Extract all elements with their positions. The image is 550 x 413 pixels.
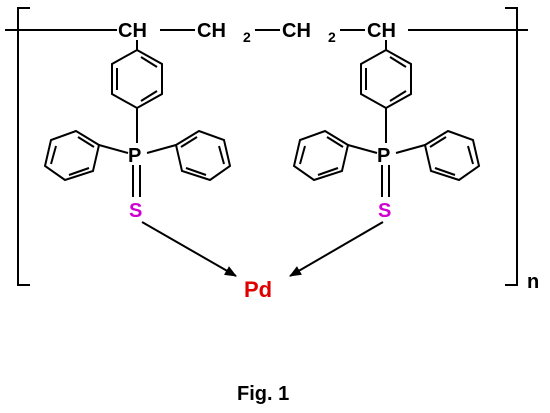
- backbone-ch2-second: CH: [282, 20, 311, 42]
- left-coordination-arrow: [141, 221, 237, 277]
- backbone-ch2-first: CH: [197, 20, 226, 42]
- right-bracket: [505, 7, 518, 286]
- right-phosphorus-label: P: [377, 145, 390, 167]
- figure-caption: Fig. 1: [237, 383, 289, 405]
- left-bracket: [17, 7, 30, 286]
- repeat-subscript-n: n: [527, 271, 539, 293]
- left-pendant-bonds: [43, 40, 232, 197]
- backbone-ch2-first-subscript: 2: [243, 29, 251, 45]
- right-pendant-bonds: [292, 40, 481, 197]
- backbone-ch-left: CH: [118, 20, 147, 42]
- left-phosphorus-label: P: [128, 145, 141, 167]
- palladium-label: Pd: [244, 277, 272, 302]
- backbone-ch-right: CH: [367, 20, 396, 42]
- backbone-ch2-second-subscript: 2: [328, 29, 336, 45]
- left-sulfur-label: S: [129, 200, 142, 222]
- right-sulfur-label: S: [378, 200, 391, 222]
- right-coordination-arrow: [289, 221, 384, 277]
